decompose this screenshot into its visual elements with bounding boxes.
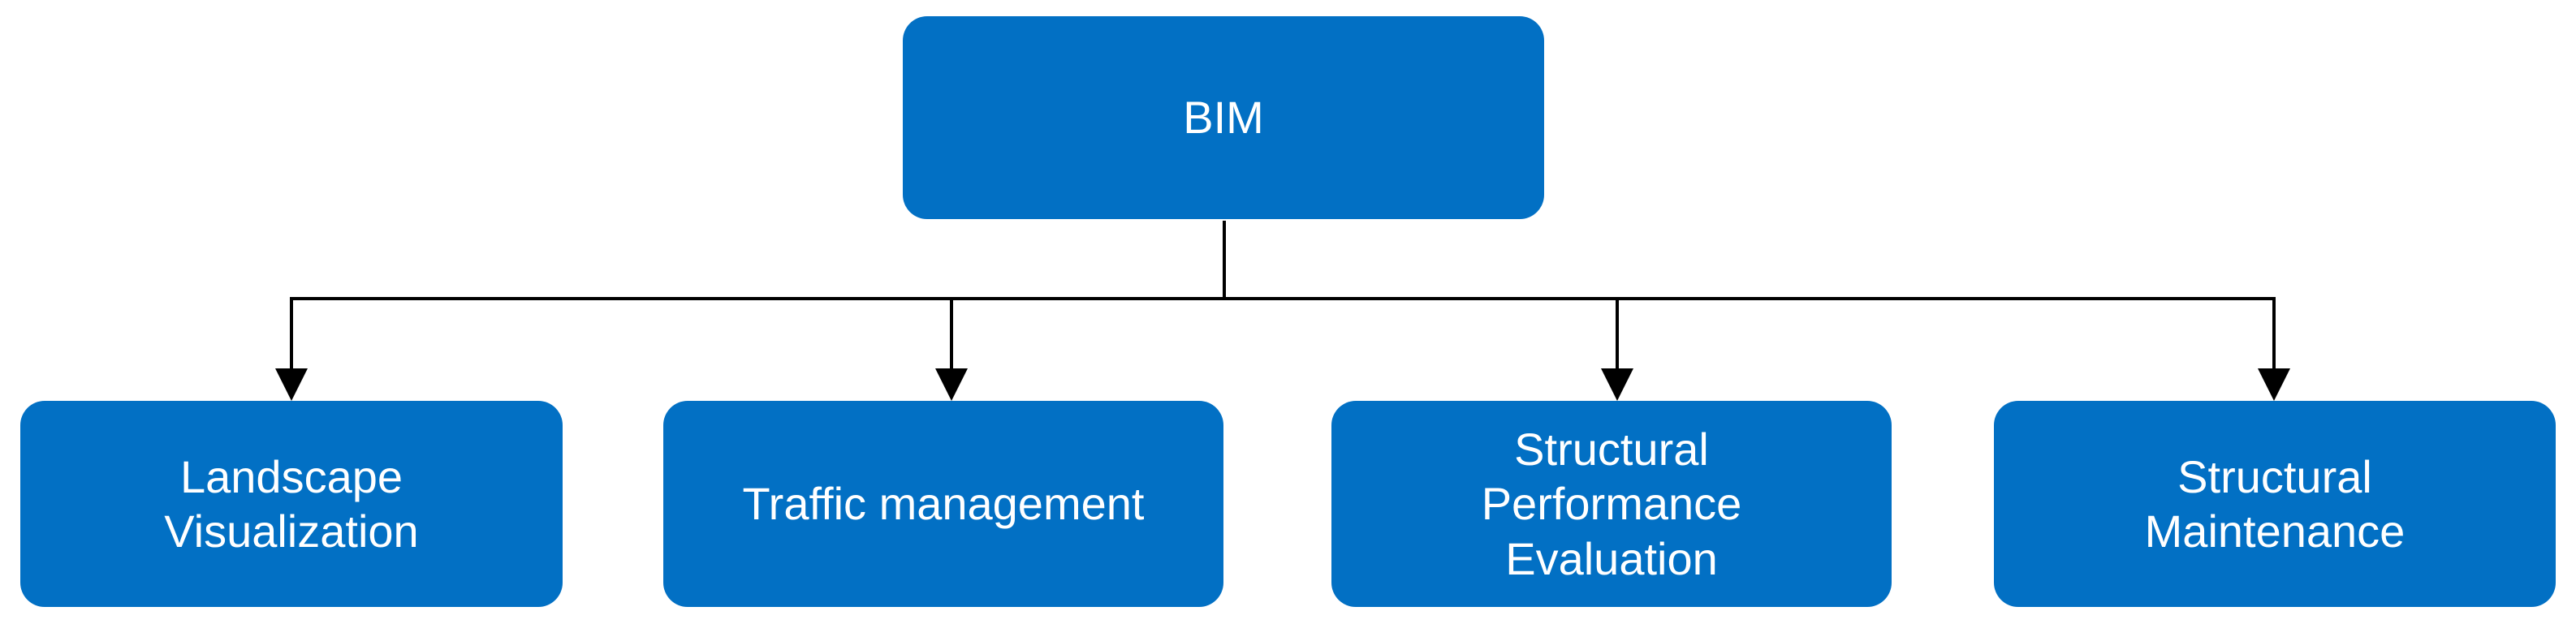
bim-node-label: BIM — [1183, 92, 1264, 144]
structural-maintenance-node: Structural Maintenance — [1994, 401, 2556, 607]
structural-performance-evaluation-node: Structural Performance Evaluation — [1331, 401, 1892, 607]
structural-maintenance-label: Structural Maintenance — [2144, 450, 2406, 557]
landscape-visualization-node: Landscape Visualization — [20, 401, 563, 607]
traffic-management-label: Traffic management — [742, 478, 1145, 530]
bim-node: BIM — [903, 16, 1544, 219]
traffic-management-node: Traffic management — [663, 401, 1223, 607]
structural-performance-evaluation-label: Structural Performance Evaluation — [1481, 424, 1742, 584]
landscape-visualization-label: Landscape Visualization — [164, 450, 419, 557]
